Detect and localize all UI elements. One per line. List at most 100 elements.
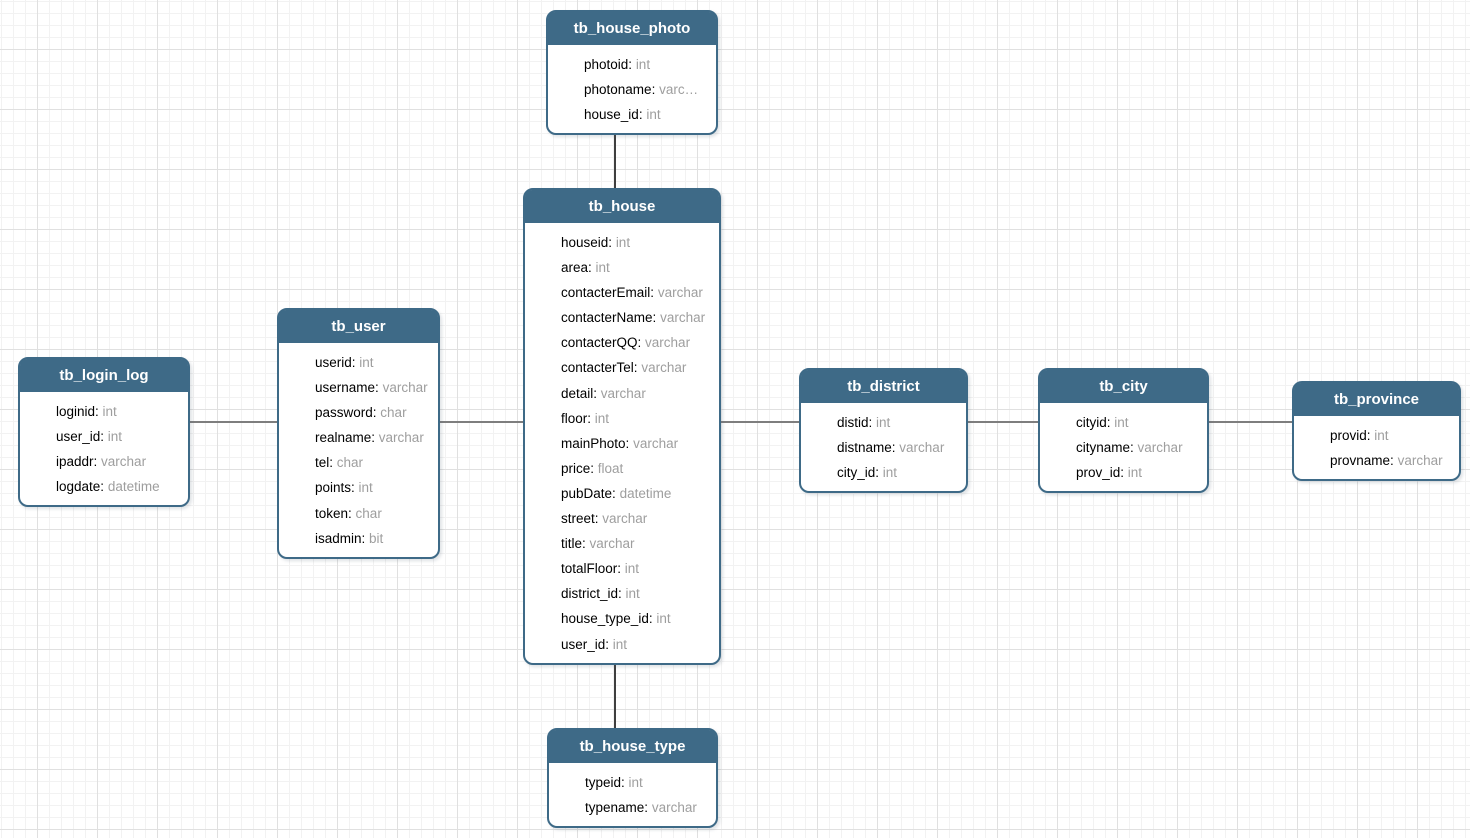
field-row-tb_house-house_type_id[interactable]: house_type_id: int xyxy=(561,606,711,631)
field-type: varchar xyxy=(1397,453,1443,469)
table-title-tb_province[interactable]: tb_province xyxy=(1294,383,1459,416)
field-row-tb_house-houseid[interactable]: houseid: int xyxy=(561,230,711,255)
field-type: datetime xyxy=(619,485,672,501)
field-row-tb_login_log-ipaddr[interactable]: ipaddr: varchar xyxy=(56,449,180,474)
field-row-tb_house_photo-photoname[interactable]: photoname: varc… xyxy=(584,77,708,102)
field-name: user_id xyxy=(56,429,101,445)
connector-tb_district-tb_city[interactable] xyxy=(968,421,1038,423)
field-name: ipaddr xyxy=(56,454,94,470)
field-colon: : xyxy=(651,82,660,98)
field-row-tb_user-password[interactable]: password: char xyxy=(315,400,430,425)
table-title-tb_city[interactable]: tb_city xyxy=(1040,370,1207,403)
field-name: house_type_id xyxy=(561,611,649,627)
field-type: int xyxy=(624,561,640,577)
field-row-tb_user-username[interactable]: username: varchar xyxy=(315,375,430,400)
connector-tb_house-tb_district[interactable] xyxy=(721,421,799,423)
field-row-tb_city-prov_id[interactable]: prov_id: int xyxy=(1076,460,1199,485)
field-colon: : xyxy=(868,415,877,430)
field-type: int xyxy=(107,429,123,445)
field-name: detail xyxy=(561,385,594,401)
field-row-tb_house_photo-photoid[interactable]: photoid: int xyxy=(584,52,708,77)
field-row-tb_house_type-typeid[interactable]: typeid: int xyxy=(585,770,708,795)
table-title-tb_district[interactable]: tb_district xyxy=(801,370,966,403)
field-row-tb_house-mainPhoto[interactable]: mainPhoto: varchar xyxy=(561,431,711,456)
field-row-tb_house-contacterName[interactable]: contacterName: varchar xyxy=(561,305,711,330)
field-row-tb_login_log-user_id[interactable]: user_id: int xyxy=(56,424,180,449)
field-row-tb_house_type-typename[interactable]: typename: varchar xyxy=(585,795,708,820)
field-type: int xyxy=(635,57,651,72)
field-row-tb_province-provid[interactable]: provid: int xyxy=(1330,423,1451,448)
field-colon: : xyxy=(637,335,646,351)
connector-tb_house_photo-tb_house[interactable] xyxy=(614,133,616,188)
field-row-tb_house-area[interactable]: area: int xyxy=(561,255,711,280)
field-row-tb_house-district_id[interactable]: district_id: int xyxy=(561,581,711,606)
field-name: photoid xyxy=(584,57,629,72)
connector-tb_city-tb_province[interactable] xyxy=(1209,421,1292,423)
field-row-tb_house-price[interactable]: price: float xyxy=(561,456,711,481)
field-colon: : xyxy=(594,511,603,527)
field-row-tb_house-totalFloor[interactable]: totalFloor: int xyxy=(561,556,711,581)
field-name: cityid xyxy=(1076,415,1107,430)
field-type: int xyxy=(359,355,374,370)
table-title-tb_house_type[interactable]: tb_house_type xyxy=(549,730,716,763)
field-row-tb_house-user_id[interactable]: user_id: int xyxy=(561,632,711,657)
field-row-tb_house-floor[interactable]: floor: int xyxy=(561,406,711,431)
field-name: tel xyxy=(315,455,330,471)
field-row-tb_district-city_id[interactable]: city_id: int xyxy=(837,460,958,485)
field-row-tb_district-distid[interactable]: distid: int xyxy=(837,410,958,435)
field-row-tb_house-contacterTel[interactable]: contacterTel: varchar xyxy=(561,355,711,380)
field-row-tb_house-contacterEmail[interactable]: contacterEmail: varchar xyxy=(561,280,711,305)
field-row-tb_province-provname[interactable]: provname: varchar xyxy=(1330,448,1451,473)
connector-tb_login_log-tb_user[interactable] xyxy=(190,421,277,423)
field-row-tb_district-distname[interactable]: distname: varchar xyxy=(837,435,958,460)
field-colon: : xyxy=(582,536,590,552)
field-colon: : xyxy=(618,586,626,602)
table-title-tb_user[interactable]: tb_user xyxy=(279,310,438,343)
field-row-tb_login_log-logdate[interactable]: logdate: datetime xyxy=(56,474,180,499)
field-name: street xyxy=(561,511,595,527)
field-row-tb_user-tel[interactable]: tel: char xyxy=(315,450,430,475)
field-type: int xyxy=(102,404,117,419)
field-row-tb_house-street[interactable]: street: varchar xyxy=(561,506,711,531)
field-row-tb_house_photo-house_id[interactable]: house_id: int xyxy=(584,102,708,127)
table-title-tb_login_log[interactable]: tb_login_log xyxy=(20,359,188,392)
field-row-tb_city-cityname[interactable]: cityname: varchar xyxy=(1076,435,1199,460)
field-name: pubDate xyxy=(561,485,613,501)
field-type: int xyxy=(625,586,640,602)
field-colon: : xyxy=(100,429,108,445)
field-row-tb_house-title[interactable]: title: varchar xyxy=(561,531,711,556)
field-type: int xyxy=(615,235,631,250)
field-name: loginid xyxy=(56,404,96,419)
field-row-tb_user-isadmin[interactable]: isadmin: bit xyxy=(315,526,430,551)
field-row-tb_user-userid[interactable]: userid: int xyxy=(315,350,430,375)
field-type: varchar xyxy=(633,435,679,451)
field-row-tb_login_log-loginid[interactable]: loginid: int xyxy=(56,399,180,424)
field-row-tb_user-points[interactable]: points: int xyxy=(315,475,430,500)
field-row-tb_house-pubDate[interactable]: pubDate: datetime xyxy=(561,481,711,506)
connector-tb_user-tb_house[interactable] xyxy=(440,421,523,423)
field-row-tb_user-token[interactable]: token: char xyxy=(315,501,430,526)
table-title-tb_house[interactable]: tb_house xyxy=(525,190,719,223)
field-colon: : xyxy=(638,107,647,123)
field-type: char xyxy=(336,455,364,471)
field-row-tb_city-cityid[interactable]: cityid: int xyxy=(1076,410,1199,435)
field-name: password xyxy=(315,405,373,421)
field-row-tb_house-contacterQQ[interactable]: contacterQQ: varchar xyxy=(561,330,711,355)
connector-tb_house-tb_house_type[interactable] xyxy=(614,664,616,728)
field-colon: : xyxy=(375,380,383,396)
field-row-tb_user-realname[interactable]: realname: varchar xyxy=(315,425,430,450)
field-name: typename xyxy=(585,800,645,816)
table-title-tb_house_photo[interactable]: tb_house_photo xyxy=(548,12,716,45)
field-row-tb_house-detail[interactable]: detail: varchar xyxy=(561,381,711,406)
field-colon: : xyxy=(361,530,370,546)
